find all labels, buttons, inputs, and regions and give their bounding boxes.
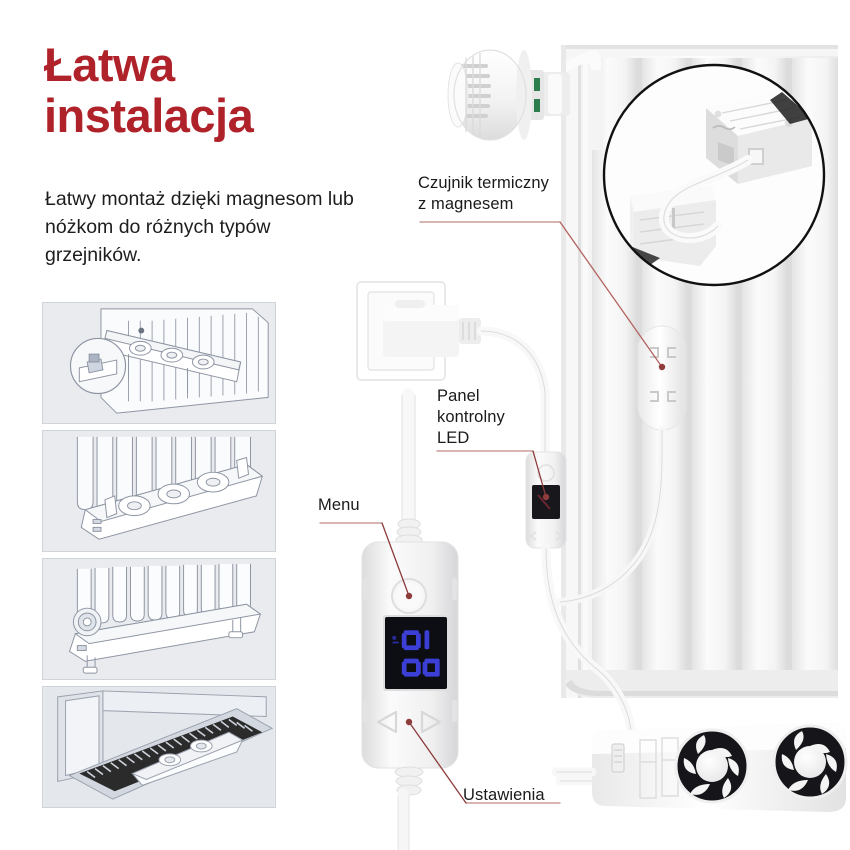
page-title: Łatwa instalacja: [44, 38, 374, 142]
callout-menu-label: Menu: [318, 496, 360, 514]
led-display: [385, 617, 447, 689]
thumb-fan-bar-magnet-detail: [42, 302, 276, 424]
thumb-fan-bar-in-floor-convector: [42, 686, 276, 808]
thumb-fan-bar-on-column-radiator: [42, 558, 276, 680]
subcopy-text: Łatwy montaż dzięki magnesom lub nóżkom …: [45, 188, 354, 267]
callout-sensor-label: Czujnik termiczny z magnesem: [418, 174, 549, 213]
headline-line-2: instalacja: [44, 88, 254, 142]
callout-settings-label: Ustawienia: [463, 786, 545, 804]
headline-line-1: Łatwa: [44, 38, 175, 91]
thumb-fan-bar-on-panel-radiator: [42, 430, 276, 552]
callout-led-panel-label: Panel kontrolny LED: [437, 387, 505, 447]
installation-thumbnail-list: [42, 302, 276, 814]
